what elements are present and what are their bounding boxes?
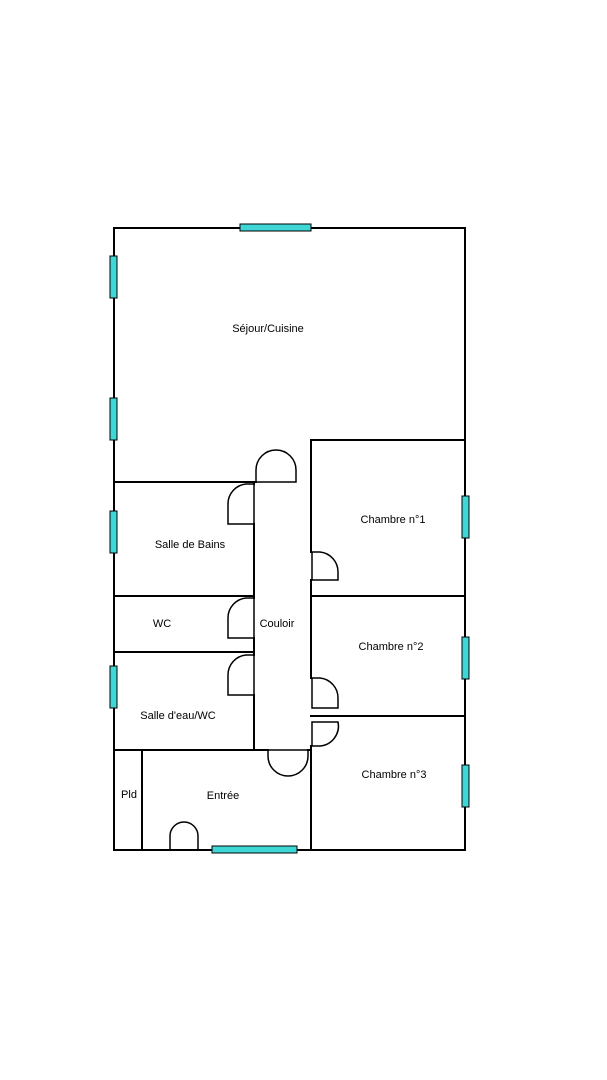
label-entree: Entrée: [207, 790, 239, 802]
label-couloir: Couloir: [260, 618, 295, 630]
label-chambre2: Chambre n°2: [359, 641, 424, 653]
door-swings: [169, 449, 340, 851]
door-sejour: [255, 449, 297, 483]
windows: [109, 223, 470, 854]
door-entree-couloir: [267, 749, 309, 777]
label-wc: WC: [153, 618, 171, 630]
door-chambre3: [311, 721, 340, 747]
label-chambre3: Chambre n°3: [362, 769, 427, 781]
label-pld: Pld: [121, 789, 137, 801]
window-left-3: [109, 510, 118, 554]
label-salle-eau: Salle d'eau/WC: [140, 710, 216, 722]
door-wc: [227, 597, 255, 639]
door-chambre1: [311, 551, 339, 581]
window-left-2: [109, 397, 118, 441]
window-bottom: [211, 845, 298, 854]
label-chambre1: Chambre n°1: [361, 514, 426, 526]
window-right-1: [461, 495, 470, 539]
window-left-1: [109, 255, 118, 299]
room-labels: Séjour/Cuisine Salle de Bains WC Couloir…: [121, 323, 426, 802]
window-right-3: [461, 764, 470, 808]
window-left-4: [109, 665, 118, 709]
window-right-2: [461, 636, 470, 680]
door-salle-eau: [227, 654, 255, 696]
window-top: [239, 223, 312, 232]
door-chambre2: [311, 677, 339, 709]
door-entree: [169, 821, 199, 851]
label-salle-de-bains: Salle de Bains: [155, 539, 226, 551]
label-sejour: Séjour/Cuisine: [232, 323, 304, 335]
door-salle-de-bains: [227, 483, 255, 525]
